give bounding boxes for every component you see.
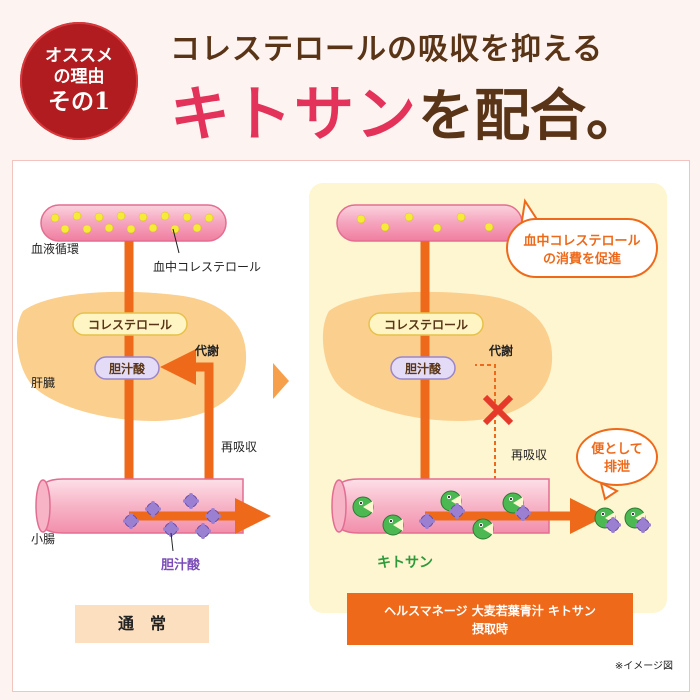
blood-chol-label: 血中コレステロール bbox=[153, 259, 261, 274]
intestine-label: 小腸 bbox=[31, 532, 55, 546]
badge-line2: の理由 bbox=[53, 67, 105, 87]
diagram-panel: 血液循環 血中コレステロール 肝臓 コレステロール 胆汁酸 代謝 再吸収 小腸 … bbox=[12, 160, 690, 692]
diagram-svg: 血液循環 血中コレステロール 肝臓 コレステロール 胆汁酸 代謝 再吸収 小腸 … bbox=[16, 183, 673, 672]
badge-line1: オススメ bbox=[45, 46, 113, 66]
right-chol-box-text: コレステロール bbox=[384, 318, 468, 332]
right-metab-label: 代謝 bbox=[488, 343, 513, 358]
left-bile-box-text: 胆汁酸 bbox=[109, 361, 146, 376]
badge-line3: その1 bbox=[47, 88, 110, 115]
liver-label: 肝臓 bbox=[31, 376, 55, 390]
left-metab-label: 代謝 bbox=[194, 343, 219, 358]
left-diagram bbox=[16, 204, 271, 643]
block-x-mark bbox=[482, 394, 514, 426]
reason-badge: オススメ の理由 その1 bbox=[20, 22, 138, 140]
bubble1-line1: 血中コレステロール bbox=[523, 233, 640, 249]
blood-vessel bbox=[40, 204, 227, 242]
header: オススメ の理由 その1 コレステロールの吸収を抑える キトサン を配合。 bbox=[0, 0, 700, 158]
left-bile-acid-label: 胆汁酸 bbox=[161, 557, 201, 573]
bubble2-line1: 便として bbox=[591, 441, 643, 457]
right-footer-line1: ヘルスマネージ 大麦若葉青汁 キトサン bbox=[384, 603, 596, 618]
diagram-labels: 血液循環 血中コレステロール 肝臓 コレステロール 胆汁酸 代謝 再吸収 小腸 … bbox=[31, 233, 673, 672]
bubble1-line2: の消費を促進 bbox=[543, 251, 621, 267]
right-reabsorb-label: 再吸収 bbox=[511, 448, 547, 462]
right-bile-box-text: 胆汁酸 bbox=[405, 361, 442, 376]
bubble2-line2: 排泄 bbox=[604, 459, 630, 475]
right-footer-box bbox=[347, 593, 633, 645]
left-chol-box-text: コレステロール bbox=[88, 318, 172, 332]
left-footer-text: 通 常 bbox=[118, 614, 166, 633]
cholesterol-box bbox=[72, 312, 188, 336]
headline-line2: キトサン を配合。 bbox=[170, 66, 642, 150]
transition-arrow bbox=[273, 363, 289, 399]
blocked-reabsorb bbox=[475, 364, 496, 501]
right-footer-line2: 摂取時 bbox=[472, 621, 508, 636]
intestine bbox=[38, 478, 244, 534]
note-text: ※イメージ図 bbox=[615, 660, 673, 672]
blood-label: 血液循環 bbox=[31, 241, 79, 256]
left-reabsorb-label: 再吸収 bbox=[221, 440, 257, 454]
bile-box bbox=[94, 356, 160, 380]
headline-line1: コレステロールの吸収を抑える bbox=[170, 32, 604, 67]
consumption-bubble bbox=[506, 218, 658, 278]
pointer-line bbox=[172, 228, 180, 254]
left-footer-box bbox=[75, 605, 209, 643]
excrete-bubble bbox=[576, 428, 658, 486]
headline-highlight: キトサン bbox=[170, 80, 418, 150]
headline-rest: を配合。 bbox=[418, 84, 642, 149]
right-diagram bbox=[309, 183, 667, 645]
chitosan-label: キトサン bbox=[377, 555, 433, 571]
